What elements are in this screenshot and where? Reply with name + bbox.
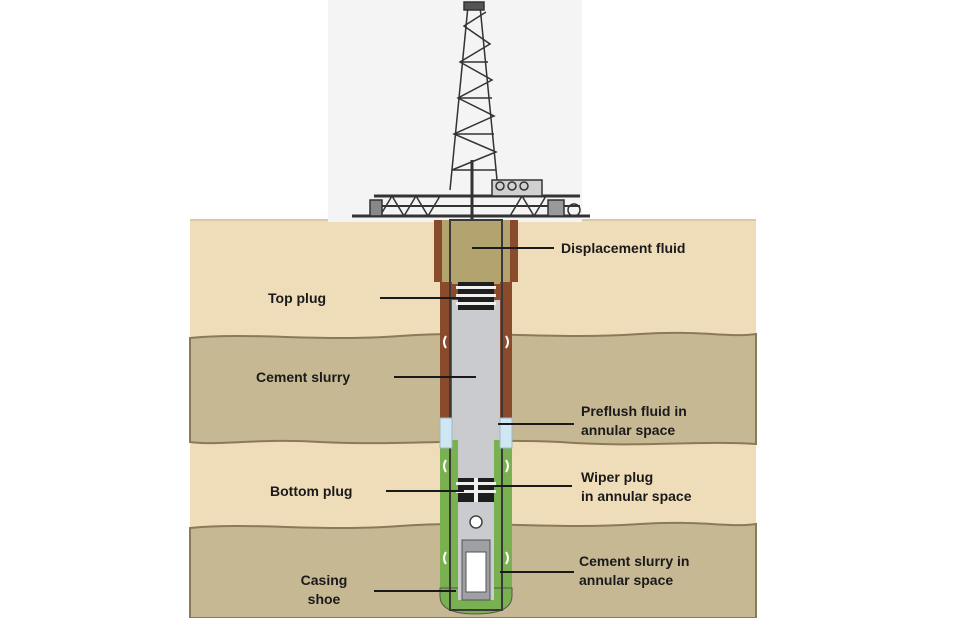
top-plug	[456, 282, 496, 310]
preflush-fluid-left	[439, 417, 453, 449]
casing-string	[439, 219, 513, 615]
label-displacement-fluid: Displacement fluid	[561, 240, 686, 256]
label-top-plug: Top plug	[268, 290, 327, 306]
label-cement-annular-line2: annular space	[579, 572, 674, 588]
displacement-fluid-area	[452, 222, 500, 284]
centralizers	[443, 335, 509, 565]
label-casing-shoe: Casing shoe	[294, 571, 354, 609]
label-wiper-line1: Wiper plug	[581, 469, 654, 485]
leader-lines	[374, 247, 574, 592]
label-cement-slurry: Cement slurry	[256, 369, 351, 385]
slurry-column	[458, 310, 494, 484]
label-casing-line2: shoe	[307, 591, 341, 607]
label-preflush-fluid: Preflush fluid in annular space	[581, 402, 687, 440]
label-preflush-line2: annular space	[581, 422, 676, 438]
label-wiper-plug: Wiper plug in annular space	[581, 468, 691, 506]
label-cement-slurry-annular: Cement slurry in annular space	[579, 552, 689, 590]
label-bottom-plug: Bottom plug	[270, 483, 353, 499]
preflush-fluid-right	[499, 417, 513, 449]
label-preflush-line1: Preflush fluid in	[581, 403, 687, 419]
drilling-rig-icon	[328, 0, 590, 222]
label-wiper-line2: in annular space	[581, 488, 692, 504]
label-cement-annular-line1: Cement slurry in	[579, 553, 690, 569]
label-casing-line1: Casing	[300, 572, 348, 588]
